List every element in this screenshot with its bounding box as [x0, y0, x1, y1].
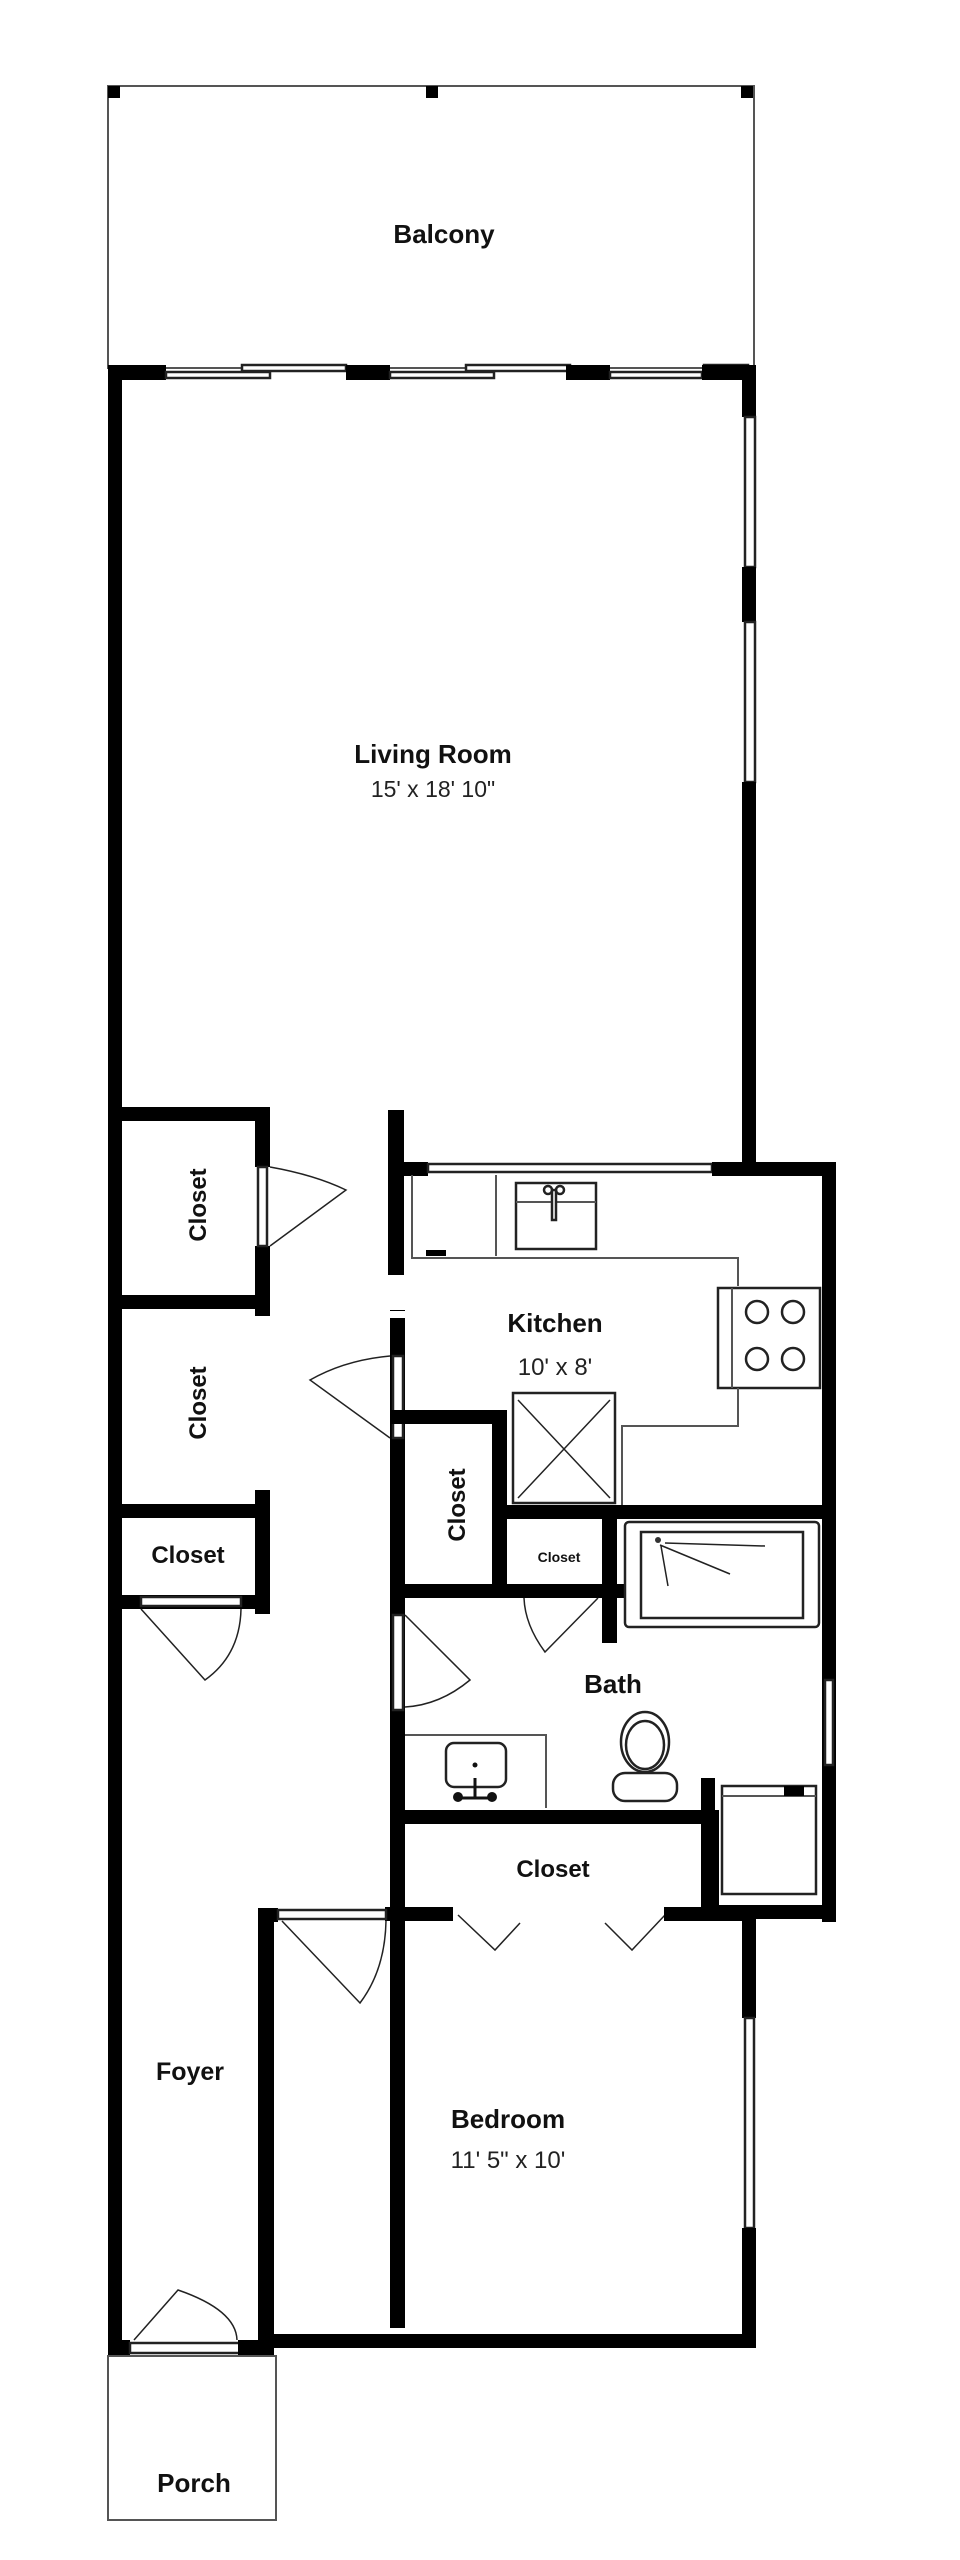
room-label-closet-2: Closet	[185, 1366, 212, 1439]
room-dimensions-bedroom: 11' 5" x 10'	[451, 2147, 566, 2174]
room-dimensions-kitchen: 10' x 8'	[518, 1354, 593, 1381]
room-label-porch: Porch	[157, 2468, 231, 2498]
room-label-bedroom: Bedroom	[451, 2104, 565, 2134]
bathtub	[623, 1520, 821, 1629]
balcony	[107, 85, 755, 369]
room-label-closet-4: Closet	[444, 1468, 471, 1541]
room-label-closet-3: Closet	[151, 1542, 224, 1569]
wall	[108, 365, 122, 2355]
room-dimensions-living-room: 15' x 18' 10"	[371, 776, 495, 802]
room-label-closet-1: Closet	[185, 1168, 212, 1241]
room-label-closet-5: Closet	[538, 1549, 581, 1565]
room-label-kitchen: Kitchen	[507, 1308, 602, 1338]
room-label-bath: Bath	[584, 1669, 642, 1699]
stove	[716, 1286, 822, 1390]
room-label-living-room: Living Room	[354, 739, 511, 769]
room-label-closet-6: Closet	[516, 1856, 589, 1883]
washer	[720, 1784, 818, 1896]
refrigerator	[511, 1391, 617, 1505]
toilet	[611, 1710, 679, 1803]
sliding-door	[108, 363, 754, 380]
room-label-foyer: Foyer	[156, 2058, 224, 2086]
room-label-balcony: Balcony	[393, 219, 495, 249]
